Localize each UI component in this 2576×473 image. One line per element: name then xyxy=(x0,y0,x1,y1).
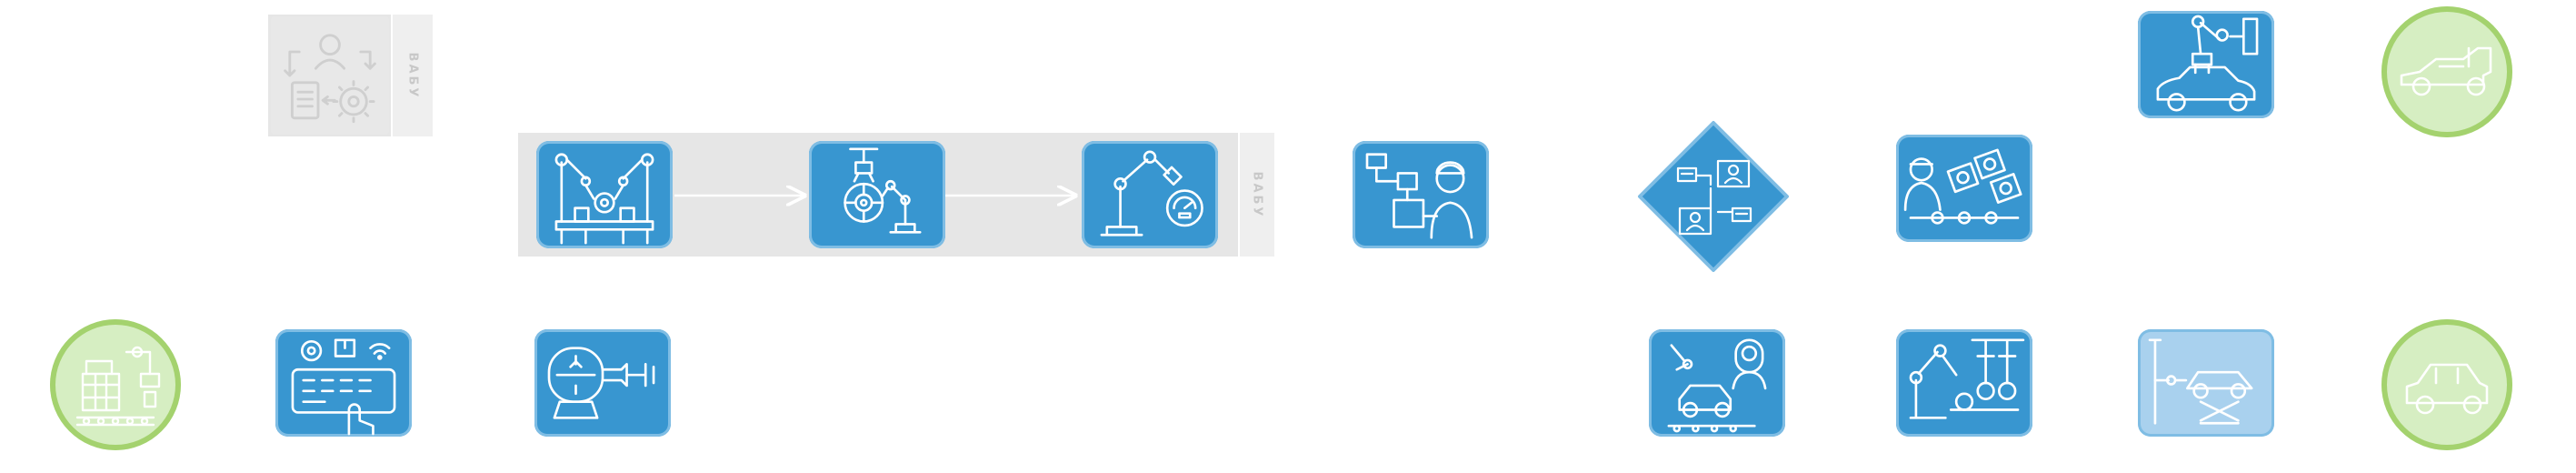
event-end-car[interactable] xyxy=(2381,319,2512,450)
task-manager-gear[interactable] xyxy=(271,16,389,135)
pool-a-label-tab: ВАБУ xyxy=(391,15,433,136)
race-car-icon xyxy=(2400,46,2492,96)
remote-operators-icon xyxy=(1676,159,1752,236)
pool-b-label-tab: ВАБУ xyxy=(1238,133,1274,257)
task-engineer-flowchart[interactable] xyxy=(1353,141,1489,248)
car-repair-robots-icon xyxy=(1667,338,1767,433)
task-motor-drill[interactable] xyxy=(534,329,671,437)
task-robot-gauge[interactable] xyxy=(1082,141,1218,248)
robot-conveyor-pulleys-icon xyxy=(1909,338,2025,419)
robot-assembly-line-icon xyxy=(554,153,654,245)
robot-arm-car-icon xyxy=(2156,15,2259,112)
task-car-repair[interactable] xyxy=(1649,329,1785,437)
task-robot-assembly[interactable] xyxy=(536,141,673,248)
robot-arm-wheel-icon xyxy=(844,147,922,234)
car-icon xyxy=(2405,363,2489,415)
gateway-remote-operators[interactable] xyxy=(1634,117,1792,276)
task-robot-car[interactable] xyxy=(2138,11,2274,118)
event-start-factory[interactable] xyxy=(50,319,181,450)
event-end-race-car[interactable] xyxy=(2381,6,2512,137)
task-control-panel[interactable] xyxy=(275,329,412,437)
task-worker-engines[interactable] xyxy=(1896,135,2032,242)
control-panel-icon xyxy=(291,338,396,436)
manager-gear-icon xyxy=(284,34,376,124)
engineer-flowchart-icon xyxy=(1365,153,1473,239)
factory-boxes-icon xyxy=(75,346,161,427)
car-lift-icon xyxy=(2148,338,2253,425)
task-car-lift[interactable] xyxy=(2138,329,2274,437)
robot-arm-gauge-icon xyxy=(1100,150,1203,236)
motor-drill-icon xyxy=(547,347,655,419)
task-robot-wheel[interactable] xyxy=(809,141,945,248)
task-robot-conveyor[interactable] xyxy=(1896,329,2032,437)
worker-engines-icon xyxy=(1903,148,2022,225)
